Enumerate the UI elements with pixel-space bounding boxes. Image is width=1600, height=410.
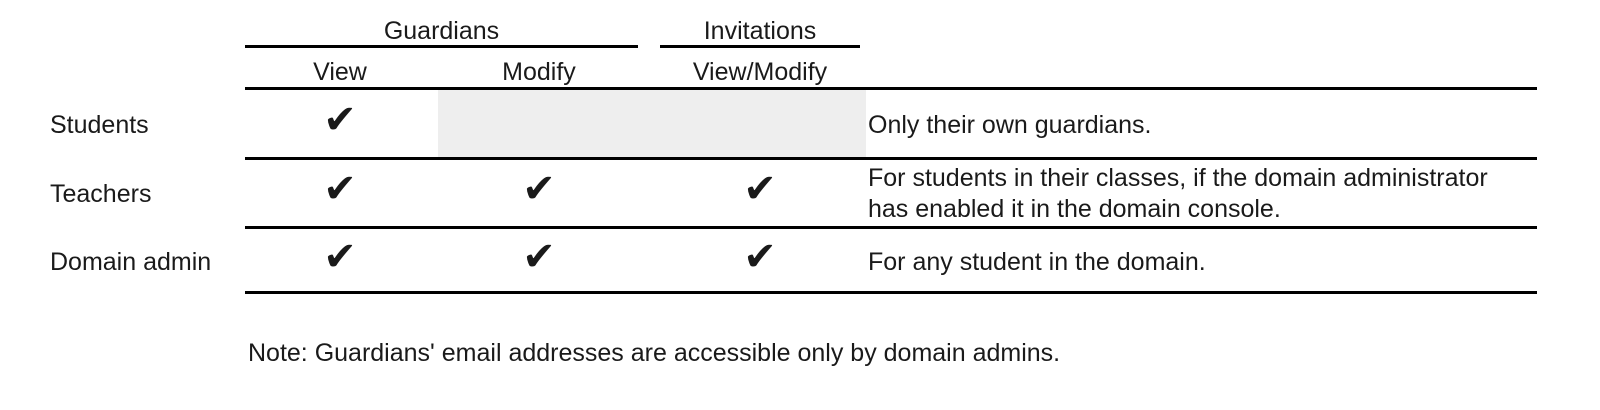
rule-under-guardians-group [245,45,638,48]
note-teachers: For students in their classes, if the do… [868,164,1488,223]
note-students: Only their own guardians. [868,111,1152,139]
row-label-domain-admin: Domain admin [50,248,212,276]
row-label-students: Students [50,111,149,139]
check-icon-teachers-modify: ✔ [522,166,556,212]
check-icon-teachers-invitations: ✔ [743,166,777,212]
column-header-view-modify: View/Modify [692,58,828,86]
footnote-text: Note: Guardians' email addresses are acc… [248,339,1061,367]
rule-under-domain-admin-row [245,291,1537,294]
check-icon-teachers-view: ✔ [323,166,357,212]
check-icon-domain-admin-modify: ✔ [522,234,556,280]
column-group-guardians: Guardians [383,17,500,45]
rule-under-teachers-row [245,226,1537,229]
rule-under-column-headers [245,87,1537,90]
rule-under-invitations-group [660,45,860,48]
column-header-modify: Modify [502,58,576,86]
rule-under-students-row [245,157,1537,160]
column-header-view: View [313,58,367,86]
column-group-invitations: Invitations [703,17,817,45]
note-domain-admin: For any student in the domain. [868,248,1206,276]
check-icon-students-view: ✔ [323,97,357,143]
check-icon-domain-admin-view: ✔ [323,234,357,280]
check-icon-domain-admin-invitations: ✔ [743,234,777,280]
disabled-cell-students-modify [438,90,866,157]
row-label-teachers: Teachers [50,180,152,208]
